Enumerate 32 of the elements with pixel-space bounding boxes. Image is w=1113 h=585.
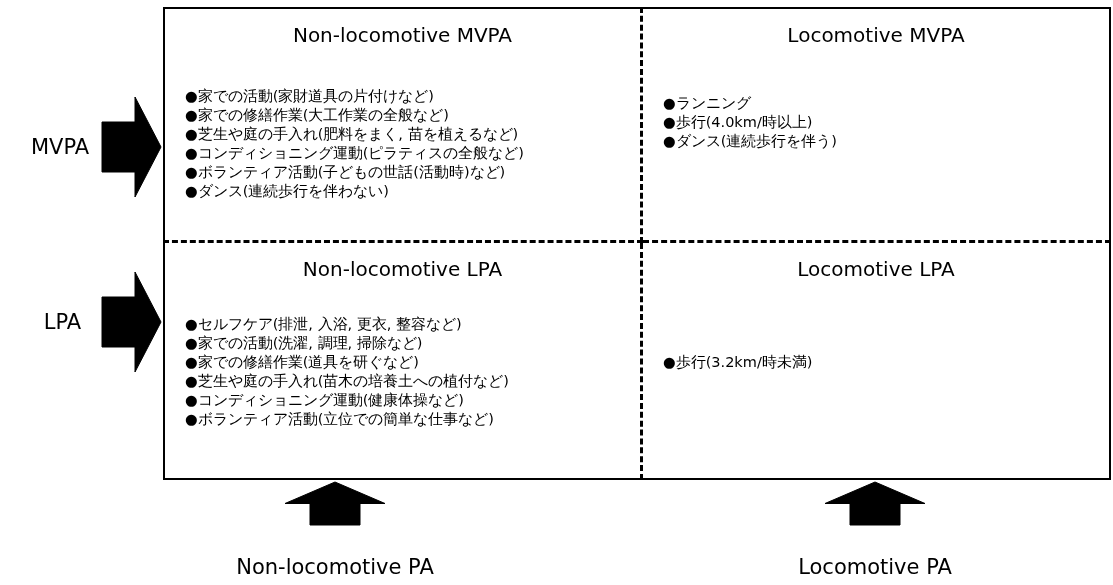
block-arrow [824, 481, 926, 526]
category-label: Locomotive PA [775, 555, 975, 579]
quadrant-heading: Non-locomotive LPA [301, 257, 504, 281]
quadrant-heading: Non-locomotive MVPA [291, 23, 514, 47]
quadrant-heading: Locomotive LPA [796, 257, 956, 281]
category-label: Non-locomotive PA [235, 555, 435, 579]
category-label: LPA [25, 310, 100, 334]
block-arrow [101, 271, 162, 373]
list-item: ●ボランティア活動(立位での簡単な仕事など) [185, 410, 495, 429]
list-item: ●コンディショニング運動(ピラティスの全般など) [185, 144, 524, 163]
block-arrow [284, 481, 386, 526]
list-item: ●セルフケア(排泄, 入浴, 更衣, 整容など) [185, 315, 463, 334]
list-item: ●家での修繕作業(道具を研ぐなど) [185, 353, 420, 372]
list-item: ●家での活動(洗濯, 調理, 掃除など) [185, 334, 424, 353]
list-item: ●ランニング [663, 94, 752, 113]
block-arrow [101, 96, 162, 198]
list-item: ●芝生や庭の手入れ(肥料をまく, 苗を植えるなど) [185, 125, 520, 144]
list-item: ●ダンス(連続歩行を伴う) [663, 132, 837, 151]
quadrant-panel [643, 7, 1111, 243]
list-item: ●歩行(3.2km/時未満) [663, 353, 813, 372]
quadrant-panel [643, 243, 1111, 480]
list-item: ●ボランティア活動(子どもの世話(活動時)など) [185, 163, 507, 182]
list-item: ●歩行(4.0km/時以上) [663, 113, 814, 132]
quadrant-panel [163, 243, 643, 480]
quadrant-panel [163, 7, 643, 243]
quadrant-heading: Locomotive MVPA [786, 23, 966, 47]
list-item: ●家での活動(家財道具の片付けなど) [185, 87, 435, 106]
list-item: ●家での修繕作業(大工作業の全般など) [185, 106, 450, 125]
list-item: ●コンディショニング運動(健康体操など) [185, 391, 465, 410]
list-item: ●芝生や庭の手入れ(苗木の培養土への植付など) [185, 372, 509, 391]
list-item: ●ダンス(連続歩行を伴わない) [185, 182, 390, 201]
category-label: MVPA [20, 135, 100, 159]
